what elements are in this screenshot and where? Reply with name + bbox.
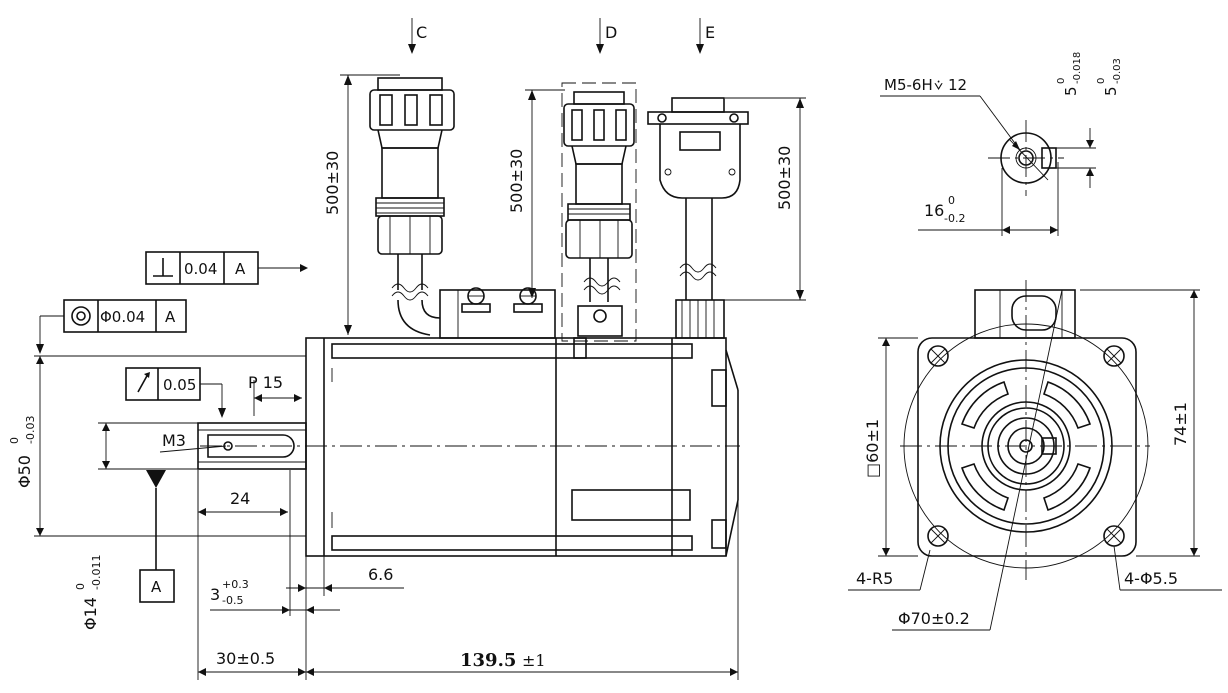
total-length-tol: ±1 [522,651,546,670]
d14-low: -0.011 [90,555,103,590]
d3-low: -0.5 [222,594,243,607]
d66-label: 6.6 [368,565,393,584]
d16-label: 16 [924,201,944,220]
section-markers: C D E [408,18,715,54]
dim-d50: Φ50 0 -0.03 [8,355,306,537]
d14-up: 0 [74,583,87,590]
key-w1: 5 [1062,86,1080,96]
dim-pcd: Φ70±0.2 [892,609,990,631]
m5-label: M5-6H [884,76,933,94]
motor-shaft [197,422,307,470]
motor-body-side [200,337,740,557]
key-length-label: 24 [230,489,250,508]
terminal-box [439,287,556,339]
section-e-label: E [705,23,715,42]
d50-low: -0.03 [24,416,37,444]
dim-30: 30±0.5 [197,470,306,680]
dim-m3: M3 [159,431,227,453]
connector-e: 500±30 [647,97,806,339]
gdt-runout: 0.05 [125,367,226,418]
dim-3: 3 +0.3 -0.5 [210,470,340,680]
pilot-label: 30±0.5 [216,649,275,668]
section-c-label: C [416,23,427,42]
mounting-hole-bl [927,525,949,547]
dim-r5: 4-R5 [848,549,931,591]
datum-a-label: A [151,578,162,596]
flange-diag-label: 74±1 [1171,402,1190,446]
runout-value: 0.05 [163,376,196,394]
flange-square-label: □60±1 [863,419,882,478]
conc-value: Φ0.04 [100,308,145,326]
d3-label: 3 [210,585,220,604]
dim-d14: Φ14 0 -0.011 [74,422,198,630]
d50-label: Φ50 [15,455,34,488]
pcd-label: Φ70±0.2 [898,609,970,628]
connector-d: 500±30 [507,82,637,359]
gdt-concentricity: Φ0.04 A [36,299,187,354]
key-w1-low: -0.018 [1072,52,1083,84]
m5-depth: 12 [948,76,967,94]
cable-c-length: 500±30 [323,151,342,215]
dim-24: 24 [197,470,288,520]
key-w2-up: 0 [1096,78,1107,84]
perp-datum: A [235,260,246,278]
mounting-hole-tl [927,345,949,367]
m5-depth-symbol: ⩒ [934,76,943,94]
cable-e-length: 500±30 [775,146,794,210]
p15-label: P 15 [248,373,283,392]
gdt-perpendicularity: 0.04 A [145,251,308,285]
m3-label: M3 [162,431,186,450]
connector-c: 500±30 [323,74,455,336]
dim-flange-square: □60±1 [863,337,918,557]
d3-up: +0.3 [222,578,249,591]
perp-value: 0.04 [184,260,217,278]
d16-low: -0.2 [944,212,965,225]
mounting-hole-tr [1103,345,1125,367]
r5-label: 4-R5 [856,569,893,588]
section-d-label: D [605,23,617,42]
key-w1-up: 0 [1056,78,1067,84]
flange-front-view [900,280,1150,631]
shaft-end-detail: 16 0 -0.2 M5-6H ⩒ 12 5 0 -0.018 5 0 -0.0… [880,52,1123,236]
dim-flange-diag: 74±1 [1080,289,1200,557]
d14-label: Φ14 [81,597,100,630]
holes-label: 4-Φ5.5 [1124,569,1178,588]
key-w2: 5 [1102,86,1120,96]
cable-d-length: 500±30 [507,149,526,213]
conc-datum: A [165,308,176,326]
dim-total-length: 139.5 ±1 [306,500,739,680]
mounting-hole-br [1103,525,1125,547]
datum-a: A [139,470,175,603]
total-length-value: 139.5 [460,650,516,671]
dim-holes: 4-Φ5.5 [1113,545,1222,591]
dim-p15: P 15 [248,373,302,416]
dim-6-6: 6.6 [286,556,404,596]
d16-up: 0 [948,194,955,207]
d50-up: 0 [8,437,21,444]
key-w2-low: -0.03 [1112,58,1123,84]
